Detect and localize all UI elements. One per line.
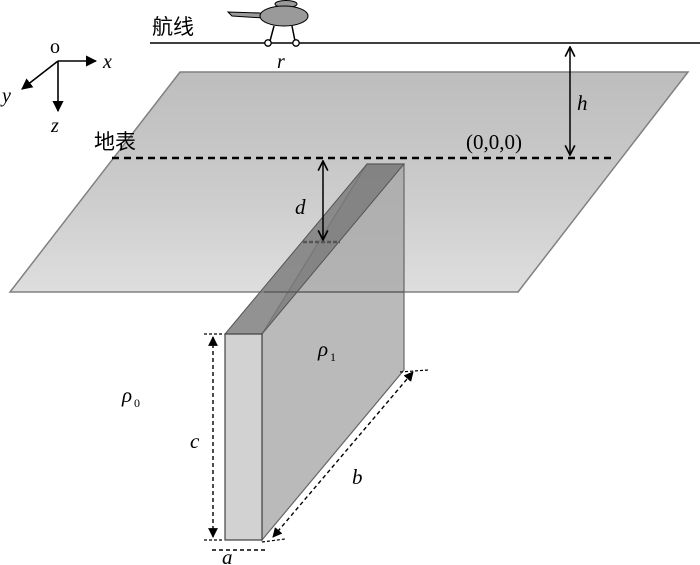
- flight-line-label: 航线: [152, 15, 194, 39]
- offset-label: r: [277, 51, 285, 73]
- surface-label: 地表: [94, 130, 136, 154]
- ground-surface-plane: [8, 71, 690, 293]
- origin-coordinates-label: (0,0,0): [466, 130, 522, 154]
- body-resistivity-subscript: 1: [330, 350, 336, 364]
- dimension-c-label: c: [190, 429, 200, 453]
- host-resistivity-subscript: 0: [134, 396, 140, 410]
- coordinate-axes: [21, 55, 98, 113]
- y-axis-label: y: [0, 85, 11, 107]
- z-axis-label: z: [50, 115, 59, 137]
- aircraft-icon: [226, 0, 309, 47]
- dimension-b-line: [272, 371, 414, 538]
- x-axis-label: x: [102, 51, 112, 73]
- height-label: h: [577, 91, 588, 115]
- host-resistivity-label: ρ: [121, 383, 132, 407]
- dimension-b-label: b: [352, 465, 363, 489]
- dimension-b-start-tick: [261, 538, 286, 543]
- depth-label: d: [295, 195, 306, 219]
- dimension-a-label: a: [222, 545, 233, 565]
- origin-label: o: [50, 36, 60, 58]
- body-resistivity-label: ρ: [317, 337, 328, 361]
